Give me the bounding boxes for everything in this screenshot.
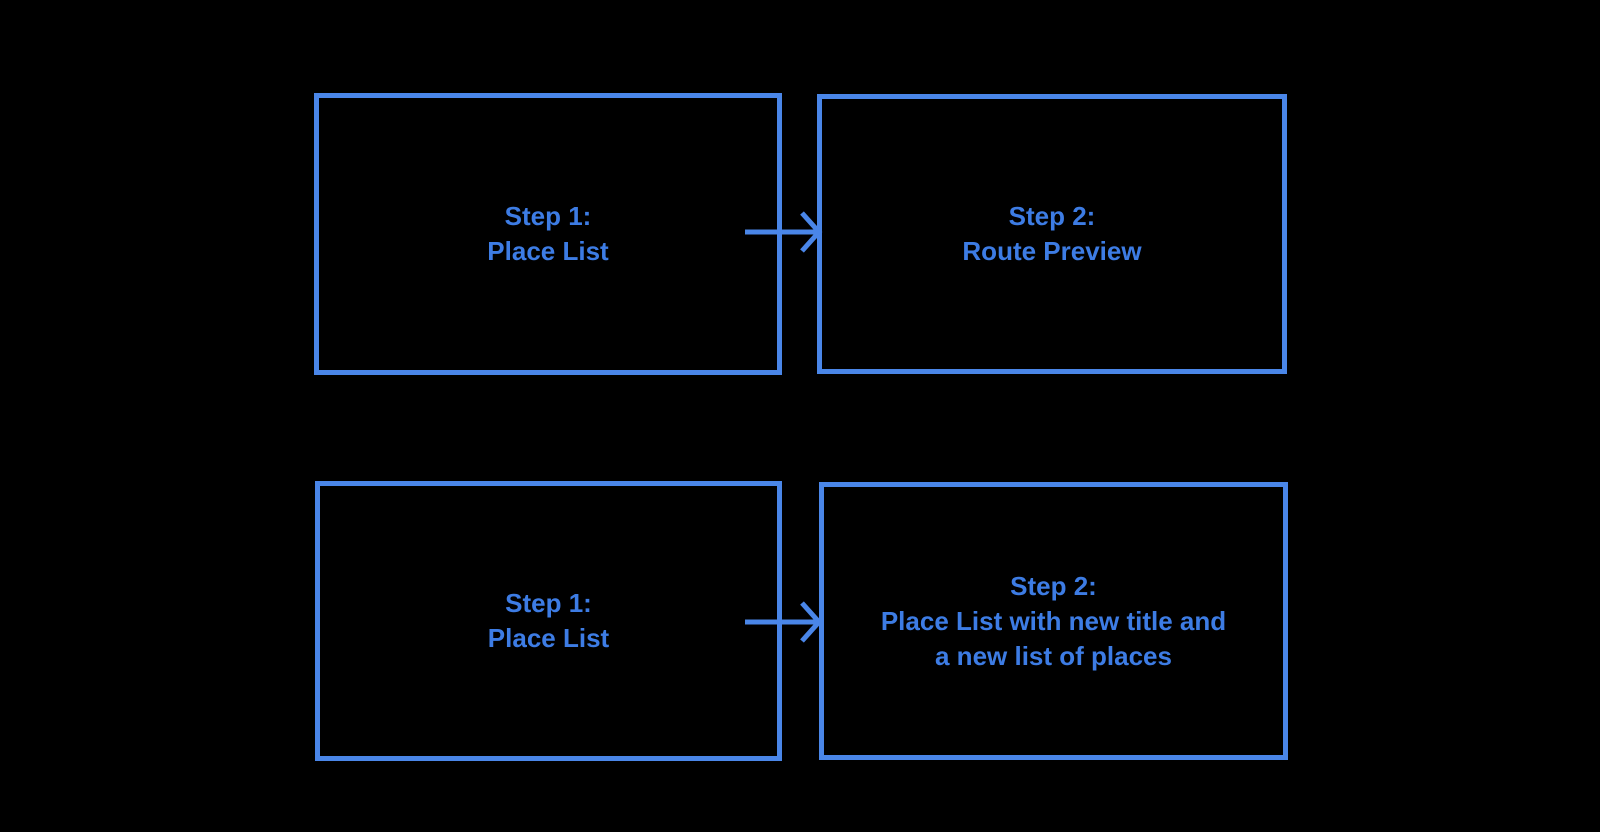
text-line: Place List: [487, 623, 610, 653]
flow-box-step2-top: Step 2: Route Preview: [817, 94, 1287, 374]
flow-box-step2-top-label: Step 2: Route Preview: [962, 199, 1141, 269]
flow-box-step1-top-label: Step 1: Place List: [487, 199, 608, 269]
text-line: Step 1:: [505, 588, 592, 618]
text-line: Route Preview: [962, 236, 1142, 266]
right-arrow-icon: [745, 211, 823, 253]
flow-box-step2-bottom: Step 2: Place List with new title and a …: [819, 482, 1288, 760]
text-line: a new list of places: [935, 640, 1172, 671]
flow-box-step2-bottom-label: Step 2: Place List with new title and a …: [881, 569, 1226, 674]
right-arrow-icon: [745, 601, 823, 643]
text-line: Place List: [487, 236, 609, 266]
text-line: Place List with new title and: [880, 605, 1227, 636]
text-line: Step 2:: [1008, 201, 1096, 231]
flow-box-step1-bottom: Step 1: Place List: [315, 481, 782, 761]
flow-box-step1-top: Step 1: Place List: [314, 93, 782, 375]
text-line: Step 2:: [1010, 570, 1097, 601]
text-line: Step 1:: [504, 201, 592, 231]
flow-box-step1-bottom-label: Step 1: Place List: [488, 586, 609, 656]
